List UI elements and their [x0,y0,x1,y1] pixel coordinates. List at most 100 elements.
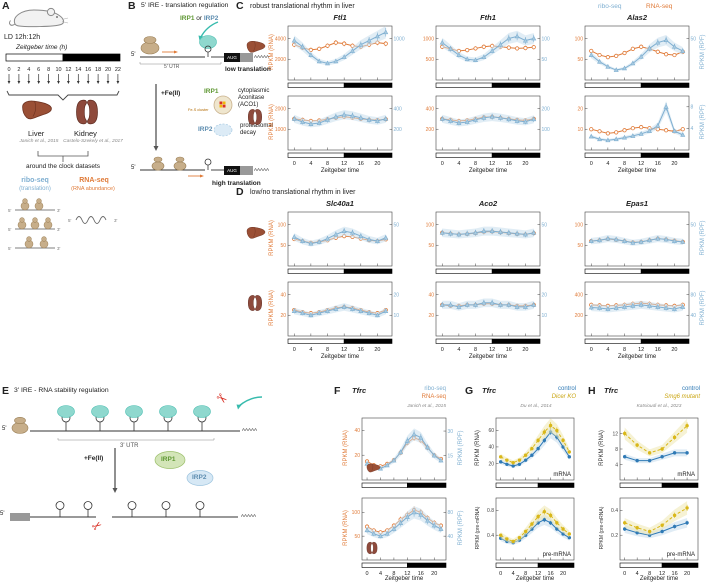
svg-text:40: 40 [354,428,360,434]
ld-cycle-label: LD 12h:12h [4,34,41,41]
svg-text:20: 20 [354,453,360,459]
svg-text:100: 100 [426,222,435,228]
yaxis-label-rpf: RPKM (RPF) [700,104,706,139]
gene-title-tfrc: Tfrc [482,386,497,395]
svg-text:50: 50 [542,57,548,63]
xaxis-title: Zeitgeber time [468,168,508,174]
svg-text:50: 50 [280,243,286,249]
liver-icon [246,226,266,241]
irp2-label: IRP2 [203,15,219,22]
svg-text:mRNA: mRNA [553,472,571,478]
svg-text:8: 8 [615,447,618,453]
five-prime-label: 5' [131,52,136,58]
svg-text:20: 20 [428,313,434,319]
svg-text:0: 0 [441,161,444,167]
svg-text:3': 3' [57,227,61,232]
cds-box [240,52,253,62]
polya-label: AAAAA [254,54,270,59]
svg-text:400: 400 [394,106,403,112]
svg-text:16: 16 [506,161,512,167]
fe-label: +Fe(II) [84,455,104,462]
aug-start-codon: AUG [224,52,240,62]
kidney-icon [247,294,263,312]
svg-text:mRNA: mRNA [677,472,695,478]
yaxis-label-rpf: RPKM (RPF) [700,290,706,325]
panel-e-diagram [0,385,332,586]
fe-label: +Fe(II) [161,90,181,97]
svg-text:12: 12 [489,347,495,353]
legend-smg6-mutant: Smg6 mutant [664,394,700,400]
svg-text:1000: 1000 [394,36,405,42]
svg-text:16: 16 [672,571,678,577]
liver-icon [246,40,266,55]
svg-text:20: 20 [488,461,494,467]
svg-text:3': 3' [57,246,61,251]
svg-text:10: 10 [542,313,548,319]
svg-text:50: 50 [428,243,434,249]
svg-text:10: 10 [394,313,400,319]
gene-title-slc40a1: Slc40a1 [326,199,354,208]
xaxis-title: Zeitgeber time [384,576,424,582]
gene-title-aco2: Aco2 [478,199,498,208]
svg-text:4000: 4000 [275,36,286,42]
svg-text:0.4: 0.4 [611,508,618,514]
panel-e: E 3' IRE - RNA stability regulation 5' A… [0,385,332,585]
aco-line2: Aconitase [238,95,265,101]
svg-text:16: 16 [85,67,91,73]
svg-text:80: 80 [691,292,697,298]
yaxis-label-rpf: RPKM (RPF) [700,220,706,255]
irp2-label: IRP2 [192,474,207,481]
svg-text:16: 16 [418,571,424,577]
svg-text:12: 12 [659,571,665,577]
panel-c: C robust translational rhythm in liver r… [232,0,708,186]
svg-text:20: 20 [431,571,437,577]
svg-text:50: 50 [394,222,400,228]
yaxis-label-rna: RPKM (RNA) [343,429,349,466]
panel-d-label: D [236,186,244,198]
five-prime-label: 5' [0,511,5,517]
svg-text:40: 40 [691,313,697,319]
kidney-icon [366,541,378,555]
panel-g: G Tfrc control Dicer KO Du et al., 2014 … [463,385,585,586]
panel-d: D low/no translational rhythm in liver S… [232,186,708,376]
svg-text:200: 200 [394,127,403,133]
svg-text:8: 8 [691,105,694,111]
svg-text:4: 4 [309,161,312,167]
rnaseq-label: RNA-seq [79,177,109,184]
xaxis-title: Zeitgeber time [639,576,679,582]
yaxis-label-rna: RPKM (RNA) [269,103,275,140]
svg-text:0: 0 [499,571,502,577]
panel-b-diagram [128,10,308,210]
liver-label: Liver [28,129,45,138]
svg-text:3': 3' [57,208,61,213]
panel-c-label: C [236,0,244,12]
svg-text:100: 100 [542,127,551,133]
svg-text:80: 80 [448,510,454,516]
svg-text:20: 20 [542,292,548,298]
dataset-bracket-icon [12,150,112,168]
svg-text:16: 16 [506,347,512,353]
xaxis-title: Zeitgeber time [617,168,657,174]
fes-cluster-label: Fe-S cluster [188,108,209,112]
yaxis-label-premrna: RPKM (pre-mRNA) [599,506,605,549]
xaxis-title: Zeitgeber time [468,354,508,360]
aco-line3: (ACO1) [238,102,259,108]
legend-control: control [557,386,576,392]
svg-text:8: 8 [392,571,395,577]
yaxis-label-rna: RPKM (RNA) [599,429,605,466]
panel-b: B 5' IRE - translation regulation [128,0,308,215]
svg-text:16: 16 [655,347,661,353]
svg-text:22: 22 [115,67,121,73]
low-translation-label: low translation [225,66,271,73]
xaxis-title: Zeitgeber time [617,354,657,360]
gene-title-alas2: Alas2 [626,13,647,22]
svg-text:5': 5' [68,218,72,223]
